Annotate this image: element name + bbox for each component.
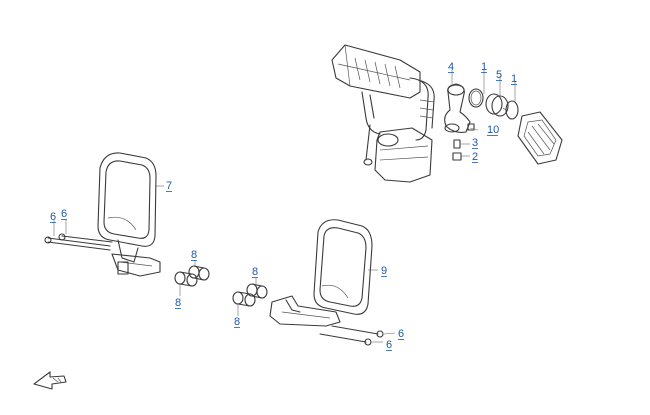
- left-mirror-bolts: [44, 233, 113, 251]
- hose-clamp-1b: [502, 100, 519, 120]
- air-filter-cartridge: [517, 111, 563, 165]
- callout-8d: 8: [234, 316, 240, 328]
- callout-8b: 8: [175, 297, 181, 309]
- left-mirror: [97, 152, 161, 277]
- callout-8a: 8: [191, 249, 197, 261]
- front-direction-arrow-icon: [33, 371, 67, 390]
- callout-4: 4: [448, 61, 454, 73]
- callout-labels: 1 1 2 3 4 5 6 6 6 6 7 8 8 8 8 9 10: [50, 61, 517, 351]
- right-mirror: [269, 219, 373, 327]
- callout-5: 5: [496, 69, 502, 81]
- intake-sleeve: [485, 93, 509, 117]
- right-mirror-bolts: [319, 325, 384, 346]
- hose-clamp-1a: [468, 88, 484, 108]
- callout-6c: 6: [398, 328, 404, 340]
- callout-3: 3: [472, 137, 478, 149]
- callout-2: 2: [472, 151, 478, 163]
- callout-8c: 8: [252, 266, 258, 278]
- leader-lines: [53, 70, 516, 343]
- intake-hose-elbow: [444, 83, 471, 133]
- callout-6a: 6: [50, 211, 56, 223]
- callout-7: 7: [166, 180, 172, 192]
- spacers: [174, 265, 268, 307]
- small-fasteners: [452, 123, 475, 161]
- callout-9: 9: [381, 265, 387, 277]
- callout-1b: 1: [511, 73, 517, 85]
- callout-6d: 6: [386, 339, 392, 351]
- callout-6b: 6: [61, 208, 67, 220]
- callout-1a: 1: [481, 61, 487, 73]
- air-box-assembly: [331, 44, 435, 183]
- callout-10: 10: [487, 124, 499, 136]
